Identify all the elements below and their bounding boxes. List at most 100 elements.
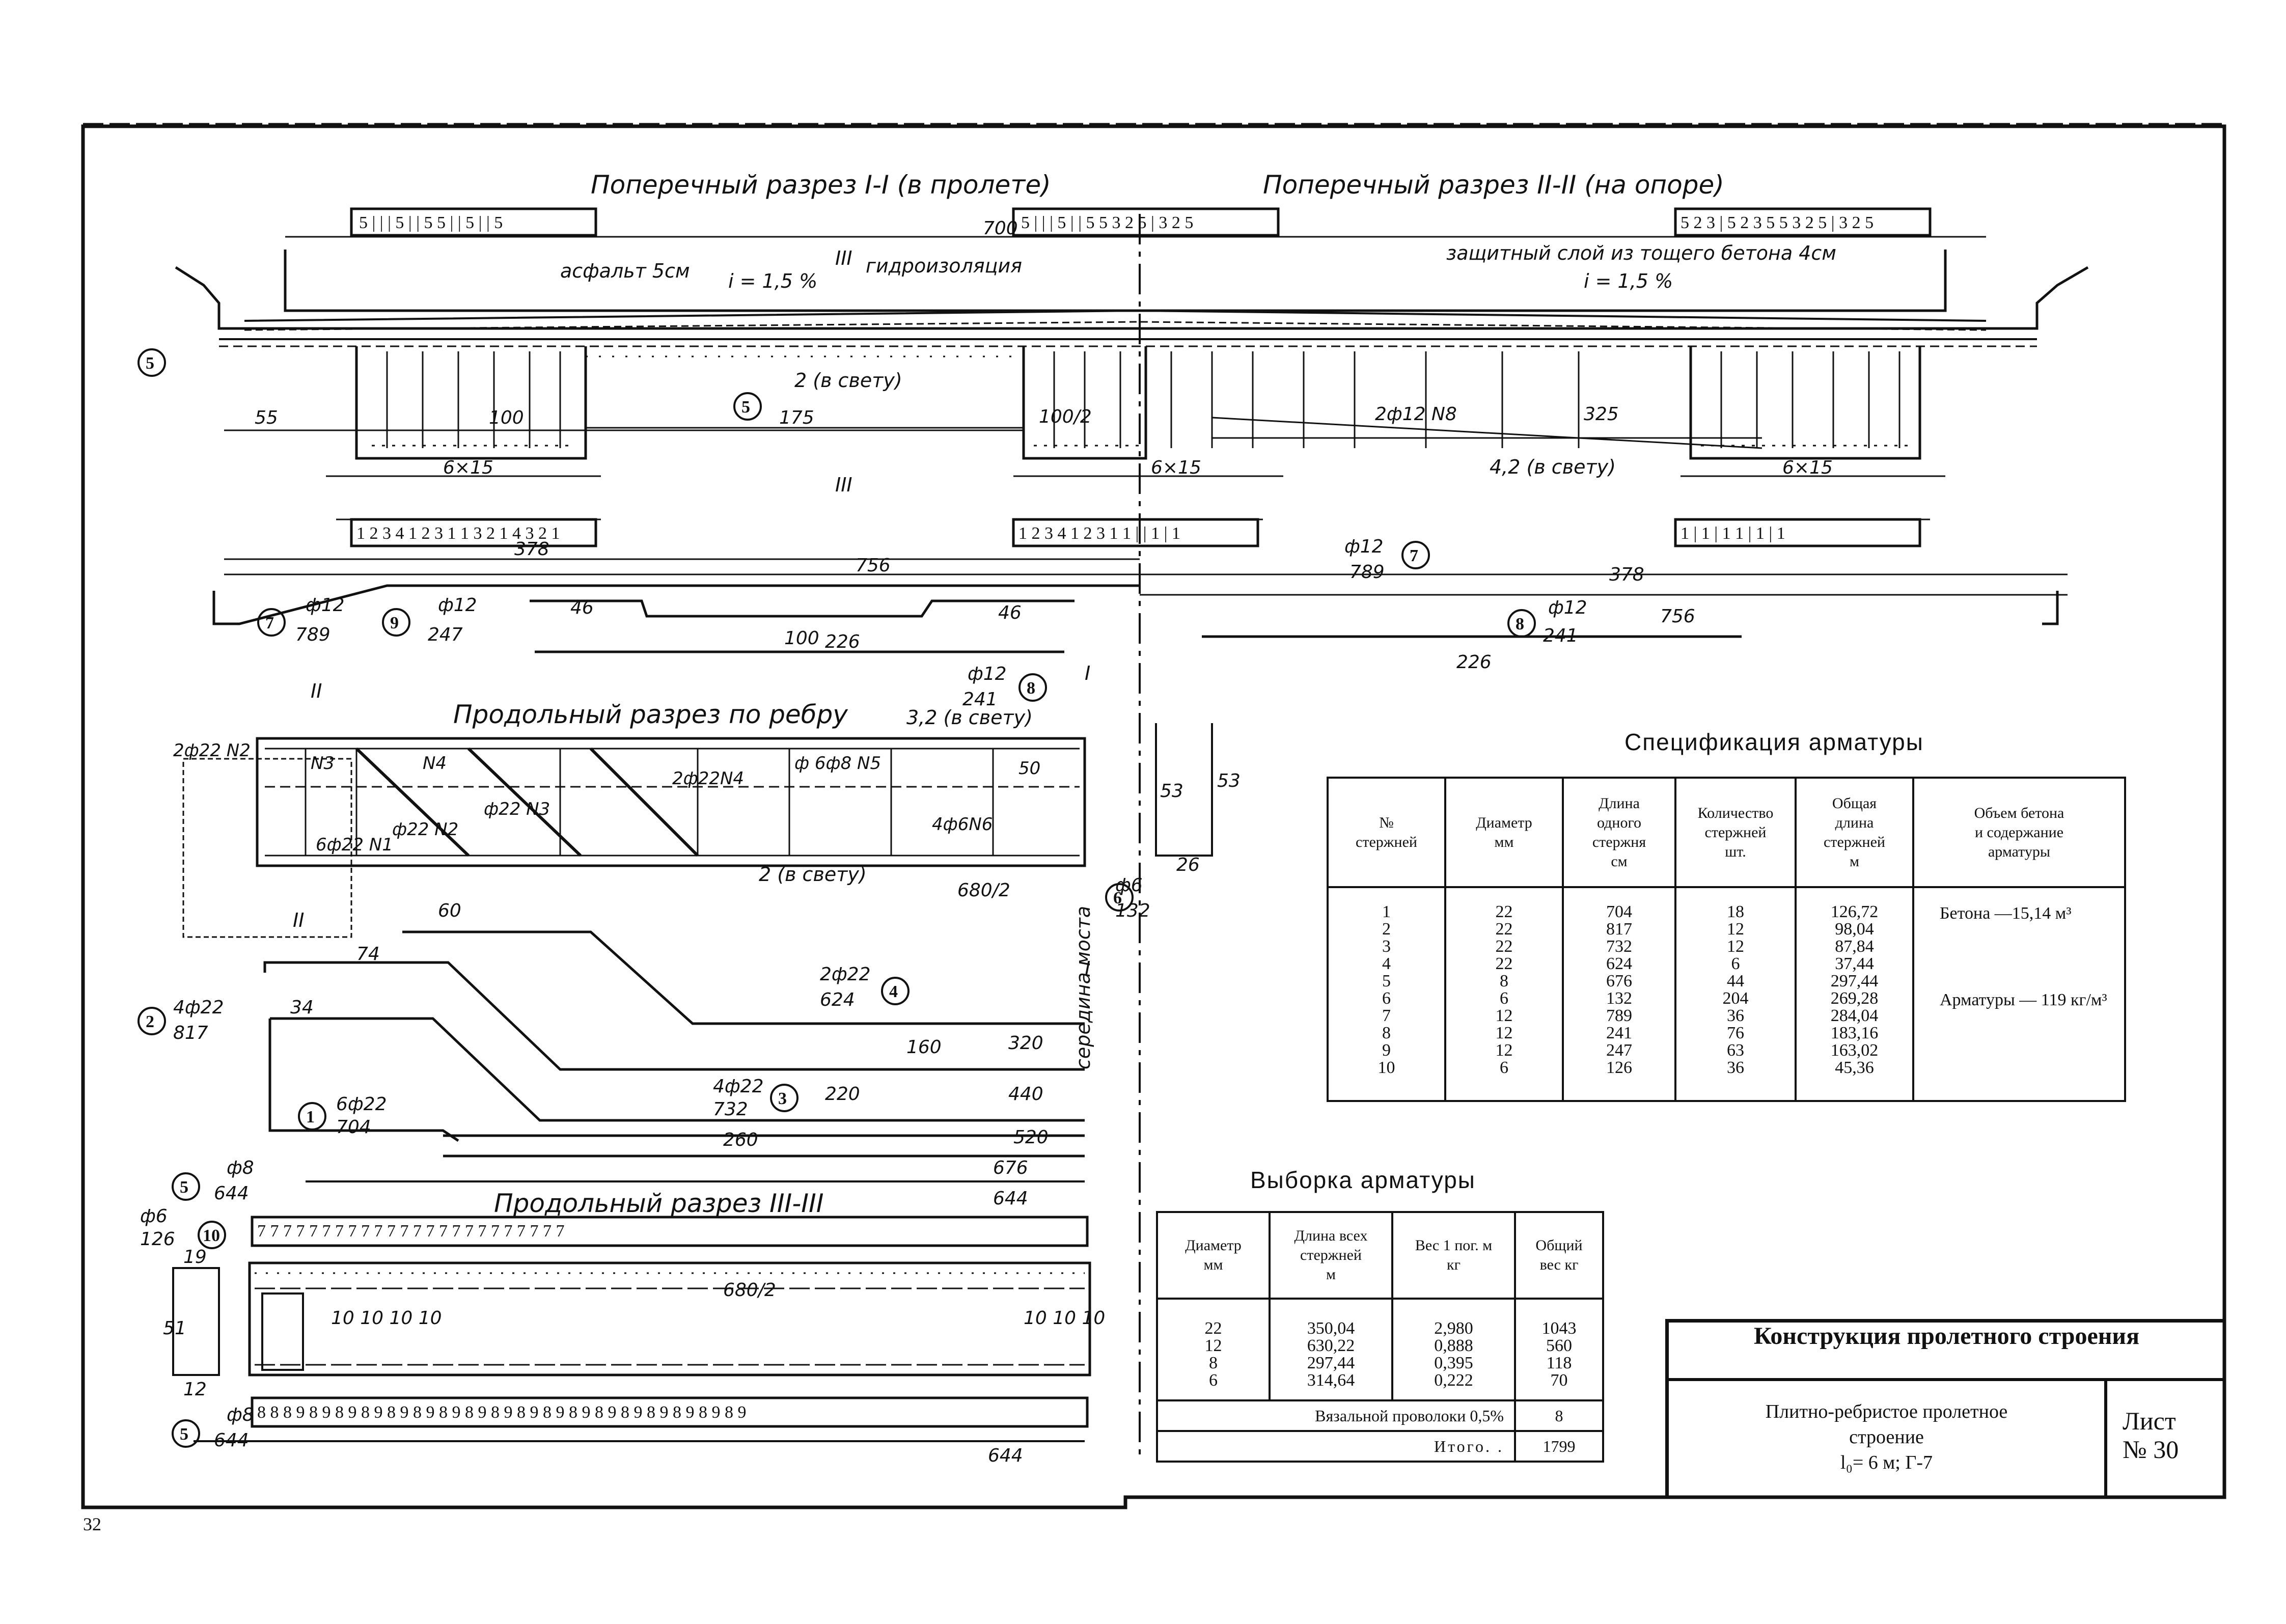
selection-cell: 2,980 [1434,1319,1473,1338]
concrete-volume: Бетона —15,14 м³ [1940,904,2072,923]
bar-3-shape [270,1017,1085,1122]
dim-6x15: 6×15 [1782,457,1833,478]
sel-col-header: Диаметр мм [1156,1211,1271,1300]
spec-cell: 297,44 [1830,972,1879,990]
spec-col-header: Диаметр мм [1444,777,1564,888]
bar-mark: 241 [1543,625,1578,646]
dim-756: 756 [1660,606,1695,627]
selection-cell: 314,64 [1307,1371,1355,1390]
selection-cell: 297,44 [1307,1354,1355,1372]
selection-cell: 560 [1546,1336,1572,1355]
spec-cell: 269,28 [1830,989,1879,1008]
bar-n8-label: 2ф12 N8 [1375,404,1457,425]
spec-cell: 8 [1500,972,1508,990]
bar-string-box [350,518,597,547]
spec-cell: 12 [1495,1006,1513,1025]
bar-string-box [1012,207,1280,237]
spec-cell: 76 [1727,1024,1744,1042]
bar-mark: 624 [820,989,855,1010]
bar-mark: 247 [428,624,463,645]
bar-1-long [443,1134,1085,1158]
spec-cell: 22 [1495,937,1513,956]
spec-cell: 126,72 [1830,902,1879,921]
dim-220: 220 [825,1084,860,1105]
dim-10s: 10 10 10 10 [331,1308,442,1329]
dim-226: 226 [825,631,860,652]
dim-10e: 10 10 10 [1024,1308,1105,1329]
selection-cell: 0,222 [1434,1371,1473,1390]
bar-string-box [251,1216,1089,1247]
bar-mark: 789 [1349,562,1385,583]
spec-cell: 22 [1495,902,1513,921]
bar-string: 5 2 3 | 5 2 3 5 5 3 2 5 | 3 2 5 [1681,213,1874,232]
bar-mark: 817 [173,1023,208,1043]
spec-cell: 12 [1495,1041,1513,1060]
dim-12: 12 [183,1379,207,1400]
spec-cell: 241 [1606,1024,1632,1042]
bar-mark: ф12 [1344,536,1384,557]
bar-mark: 644 [214,1430,249,1451]
callout-5: 5 [741,398,750,417]
deck-outline [175,266,2089,330]
bar-mark: 6ф22 [336,1094,387,1115]
spec-cell: 12 [1727,920,1744,939]
spec-cell: 12 [1727,937,1744,956]
dim-440: 440 [1008,1084,1043,1105]
bar-string-box [251,1396,1089,1428]
selection-cell: 630,22 [1307,1336,1355,1355]
spec-cell: 12 [1495,1024,1513,1042]
spec-cell: 7 [1382,1006,1391,1025]
bar-string: 8 8 8 9 8 9 8 9 8 9 8 9 8 9 8 9 8 9 8 9 … [257,1403,747,1422]
section-3-title: Продольный разрез III-III [494,1189,824,1218]
rib-section-title: Продольный разрез по ребру [453,700,848,729]
selection-cell: 12 [1204,1336,1222,1355]
dim-378: 378 [1609,564,1644,585]
bar-mark: ф12 [306,595,345,616]
bar-mark: 704 [336,1117,371,1138]
spec-cell: 10 [1378,1058,1395,1077]
dim-325: 325 [1584,404,1619,425]
dim-46: 46 [570,597,594,618]
dim-100: 100 [489,407,524,428]
bar-string-box [350,207,597,237]
callout-8: 8 [1516,615,1524,634]
dim-100-2: 100/2 [1039,406,1092,427]
dim-680-2: 680/2 [957,880,1010,901]
section-3-outline [248,1261,1091,1377]
rib-label: 2ф22 N2 [173,740,251,761]
dim-100: 100 [784,628,819,649]
abutment-hatch [182,758,352,938]
spec-cell: 5 [1382,972,1391,990]
selection-cell: 118 [1546,1354,1572,1372]
drawing-subtitle-1: Плитно-ребристое пролетное [1765,1401,2008,1422]
dim-55: 55 [255,407,278,428]
spec-cell: 8 [1382,1024,1391,1042]
callout-10: 10 [203,1226,220,1245]
spec-cell: 1 [1382,902,1391,921]
spec-cell: 37,44 [1835,954,1874,973]
selection-cell: 1043 [1541,1319,1577,1338]
dim-53: 53 [1160,781,1183,802]
rib-label: N4 [423,753,447,774]
dim-34: 34 [290,997,314,1018]
bar-mark: 4ф22 [713,1076,764,1097]
selection-table-title: Выборка арматуры [1250,1167,1476,1193]
bar-mark: ф6 [140,1206,168,1227]
section-1-title: Поперечный разрез I-I (в пролете) [591,170,1051,200]
total-value: 1799 [1514,1430,1604,1463]
clear-label: 3,2 (в свету) [906,706,1033,729]
spec-cell: 44 [1727,972,1744,990]
bar-mark: 644 [214,1183,249,1204]
bar-mark: ф8 [227,1405,254,1425]
spec-table: № стержней Диаметр мм Длина одного стерж… [1327,777,2126,1102]
spec-col-header: № стержней [1327,777,1446,888]
rib-label: 2ф22N4 [672,768,744,789]
dim-160: 160 [906,1037,942,1058]
sheet-label: Лист [2123,1407,2176,1435]
asphalt-layer [244,309,1987,322]
spec-cell: 204 [1722,989,1749,1008]
bar-mark: 732 [713,1099,748,1120]
dim-74: 74 [356,944,380,965]
middle-bridge-label: середина моста [1072,906,1094,1069]
clear-label: 2 (в свету) [759,863,867,886]
